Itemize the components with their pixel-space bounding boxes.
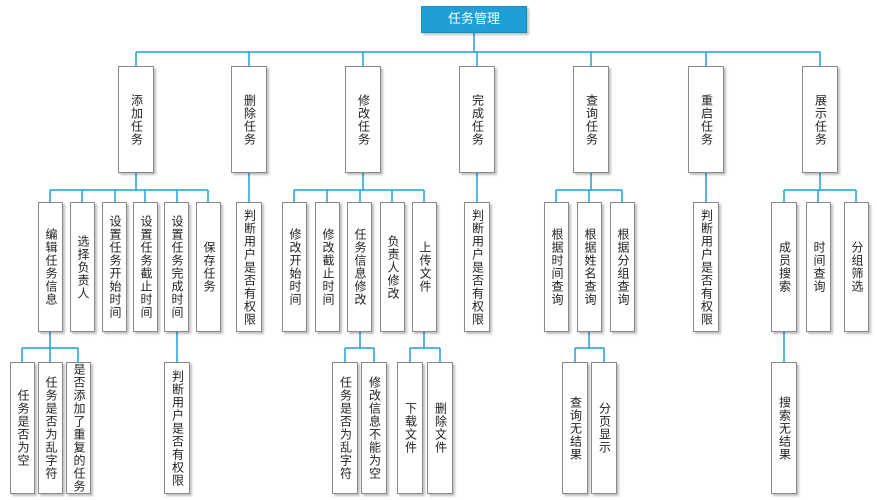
node-modify-empty-check: 修改信息不能为空 [361,362,387,494]
node-set-complete-time: 设置任务完成时间 [164,202,189,332]
node-display-task: 展示任务 [802,66,838,173]
node-duplicate-task-check: 是否添加了重复的任务 [66,362,91,494]
node-search-no-result: 搜索无结果 [771,362,797,494]
node-upload-file: 上传文件 [412,202,437,332]
node-check-permission-complete: 判断用户是否有权限 [464,202,490,332]
node-query-task: 查询任务 [573,66,609,173]
node-query-no-result: 查询无结果 [562,362,588,494]
node-delete-task: 删除任务 [231,66,267,173]
node-query-by-time: 根据时间查询 [544,202,569,332]
node-select-owner: 选择负责人 [70,202,95,332]
node-task-garbled-check: 任务是否为乱字符 [38,362,63,494]
node-restart-task: 重启任务 [688,66,724,173]
node-set-start-time: 设置任务开始时间 [102,202,127,332]
node-pagination: 分页显示 [591,362,617,494]
node-modify-task: 修改任务 [345,66,381,173]
node-check-permission-add: 判断用户是否有权限 [164,362,190,494]
node-download-file: 下载文件 [397,362,423,494]
node-query-by-group: 根据分组查询 [610,202,635,332]
node-edit-task-info: 编辑任务信息 [38,202,63,332]
root-node-task-management: 任务管理 [421,6,527,33]
node-complete-task: 完成任务 [459,66,495,173]
node-modify-deadline: 修改截止时间 [315,202,340,332]
node-set-deadline: 设置任务截止时间 [133,202,158,332]
node-member-search: 成员搜索 [771,202,797,332]
node-check-permission-delete: 判断用户是否有权限 [236,202,262,332]
node-save-task: 保存任务 [196,202,221,332]
node-group-filter: 分组筛选 [844,202,869,332]
node-delete-file: 删除文件 [427,362,453,494]
node-owner-modify: 负责人修改 [380,202,405,332]
node-query-by-name: 根据姓名查询 [577,202,602,332]
node-modify-start-time: 修改开始时间 [282,202,307,332]
node-check-permission-restart: 判断用户是否有权限 [693,202,719,332]
node-task-empty-check: 任务是否为空 [10,362,35,494]
node-task-info-modify: 任务信息修改 [347,202,372,332]
node-add-task: 添加任务 [118,66,154,173]
node-modify-garbled-check: 任务是否为乱字符 [332,362,358,494]
node-time-query: 时间查询 [806,202,831,332]
